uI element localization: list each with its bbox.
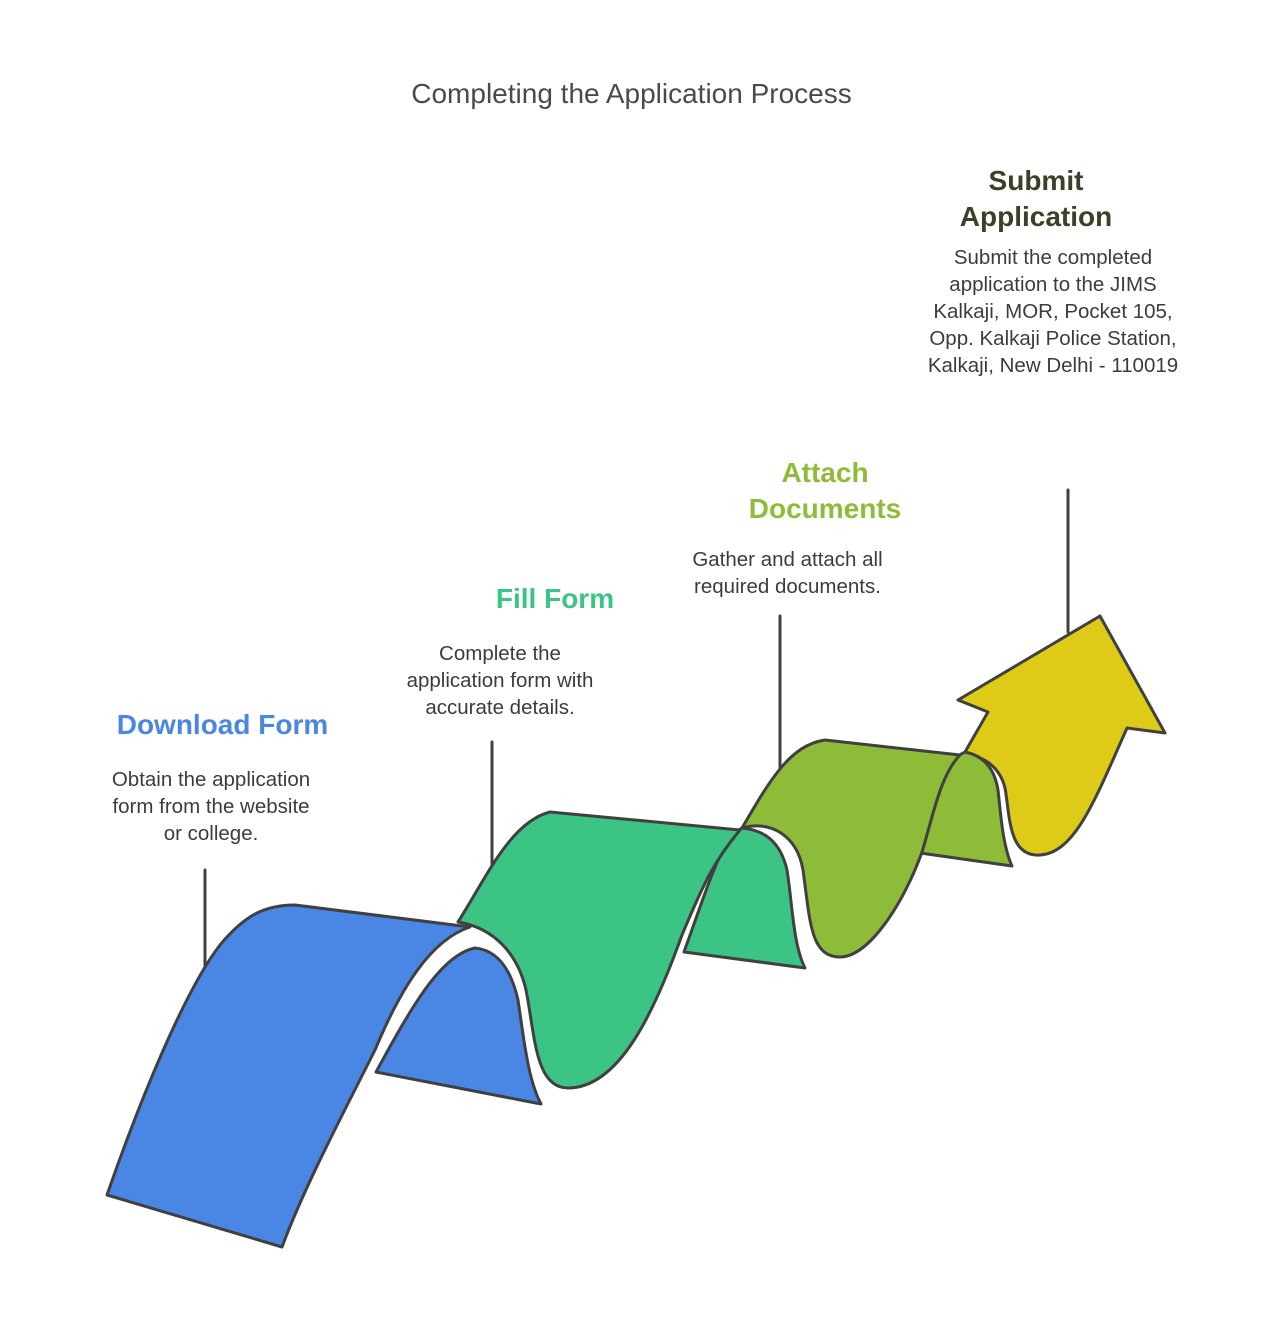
desc-line: application form with	[406, 669, 594, 692]
desc-line: application to the JIMS	[949, 273, 1157, 296]
ribbon-main-fill	[456, 810, 742, 1090]
arrow-shape-submit	[956, 614, 1167, 857]
ribbon-main-attach	[740, 738, 962, 959]
desc-line: Kalkaji, New Delhi - 110019	[927, 354, 1179, 377]
diagram-title: Completing the Application Process	[411, 78, 852, 109]
step-desc-attach: Gather and attach all required documents…	[650, 546, 925, 600]
title-line: Application	[959, 201, 1113, 232]
ribbon-back-download	[374, 946, 543, 1106]
step-title-submit: Submit Application	[910, 163, 1162, 235]
desc-line: Gather and attach all	[692, 548, 883, 571]
desc-line: Kalkaji, MOR, Pocket 105,	[933, 300, 1173, 323]
step-title-fill: Fill Form	[495, 583, 615, 614]
step-desc-fill: Complete the application form with accur…	[355, 640, 645, 721]
desc-line: Opp. Kalkaji Police Station,	[929, 327, 1177, 350]
desc-line: accurate details.	[425, 696, 575, 719]
step-desc-submit: Submit the completed application to the …	[905, 244, 1201, 379]
desc-line: Submit the completed	[953, 246, 1153, 269]
title-line: Attach	[781, 457, 869, 488]
title-line: Submit	[988, 165, 1084, 196]
ribbon-main-download	[105, 903, 472, 1249]
desc-line: Obtain the application	[111, 768, 311, 791]
desc-line: or college.	[163, 822, 259, 845]
desc-line: Complete the	[439, 642, 561, 665]
desc-line: required documents.	[694, 575, 881, 598]
step-title-download: Download Form	[116, 709, 329, 740]
desc-line: form from the website	[112, 795, 310, 818]
ribbon-back-fill	[682, 826, 807, 970]
step-desc-download: Obtain the application form from the web…	[60, 766, 362, 847]
step-title-attach: Attach Documents	[700, 455, 950, 527]
title-line: Documents	[748, 493, 902, 524]
